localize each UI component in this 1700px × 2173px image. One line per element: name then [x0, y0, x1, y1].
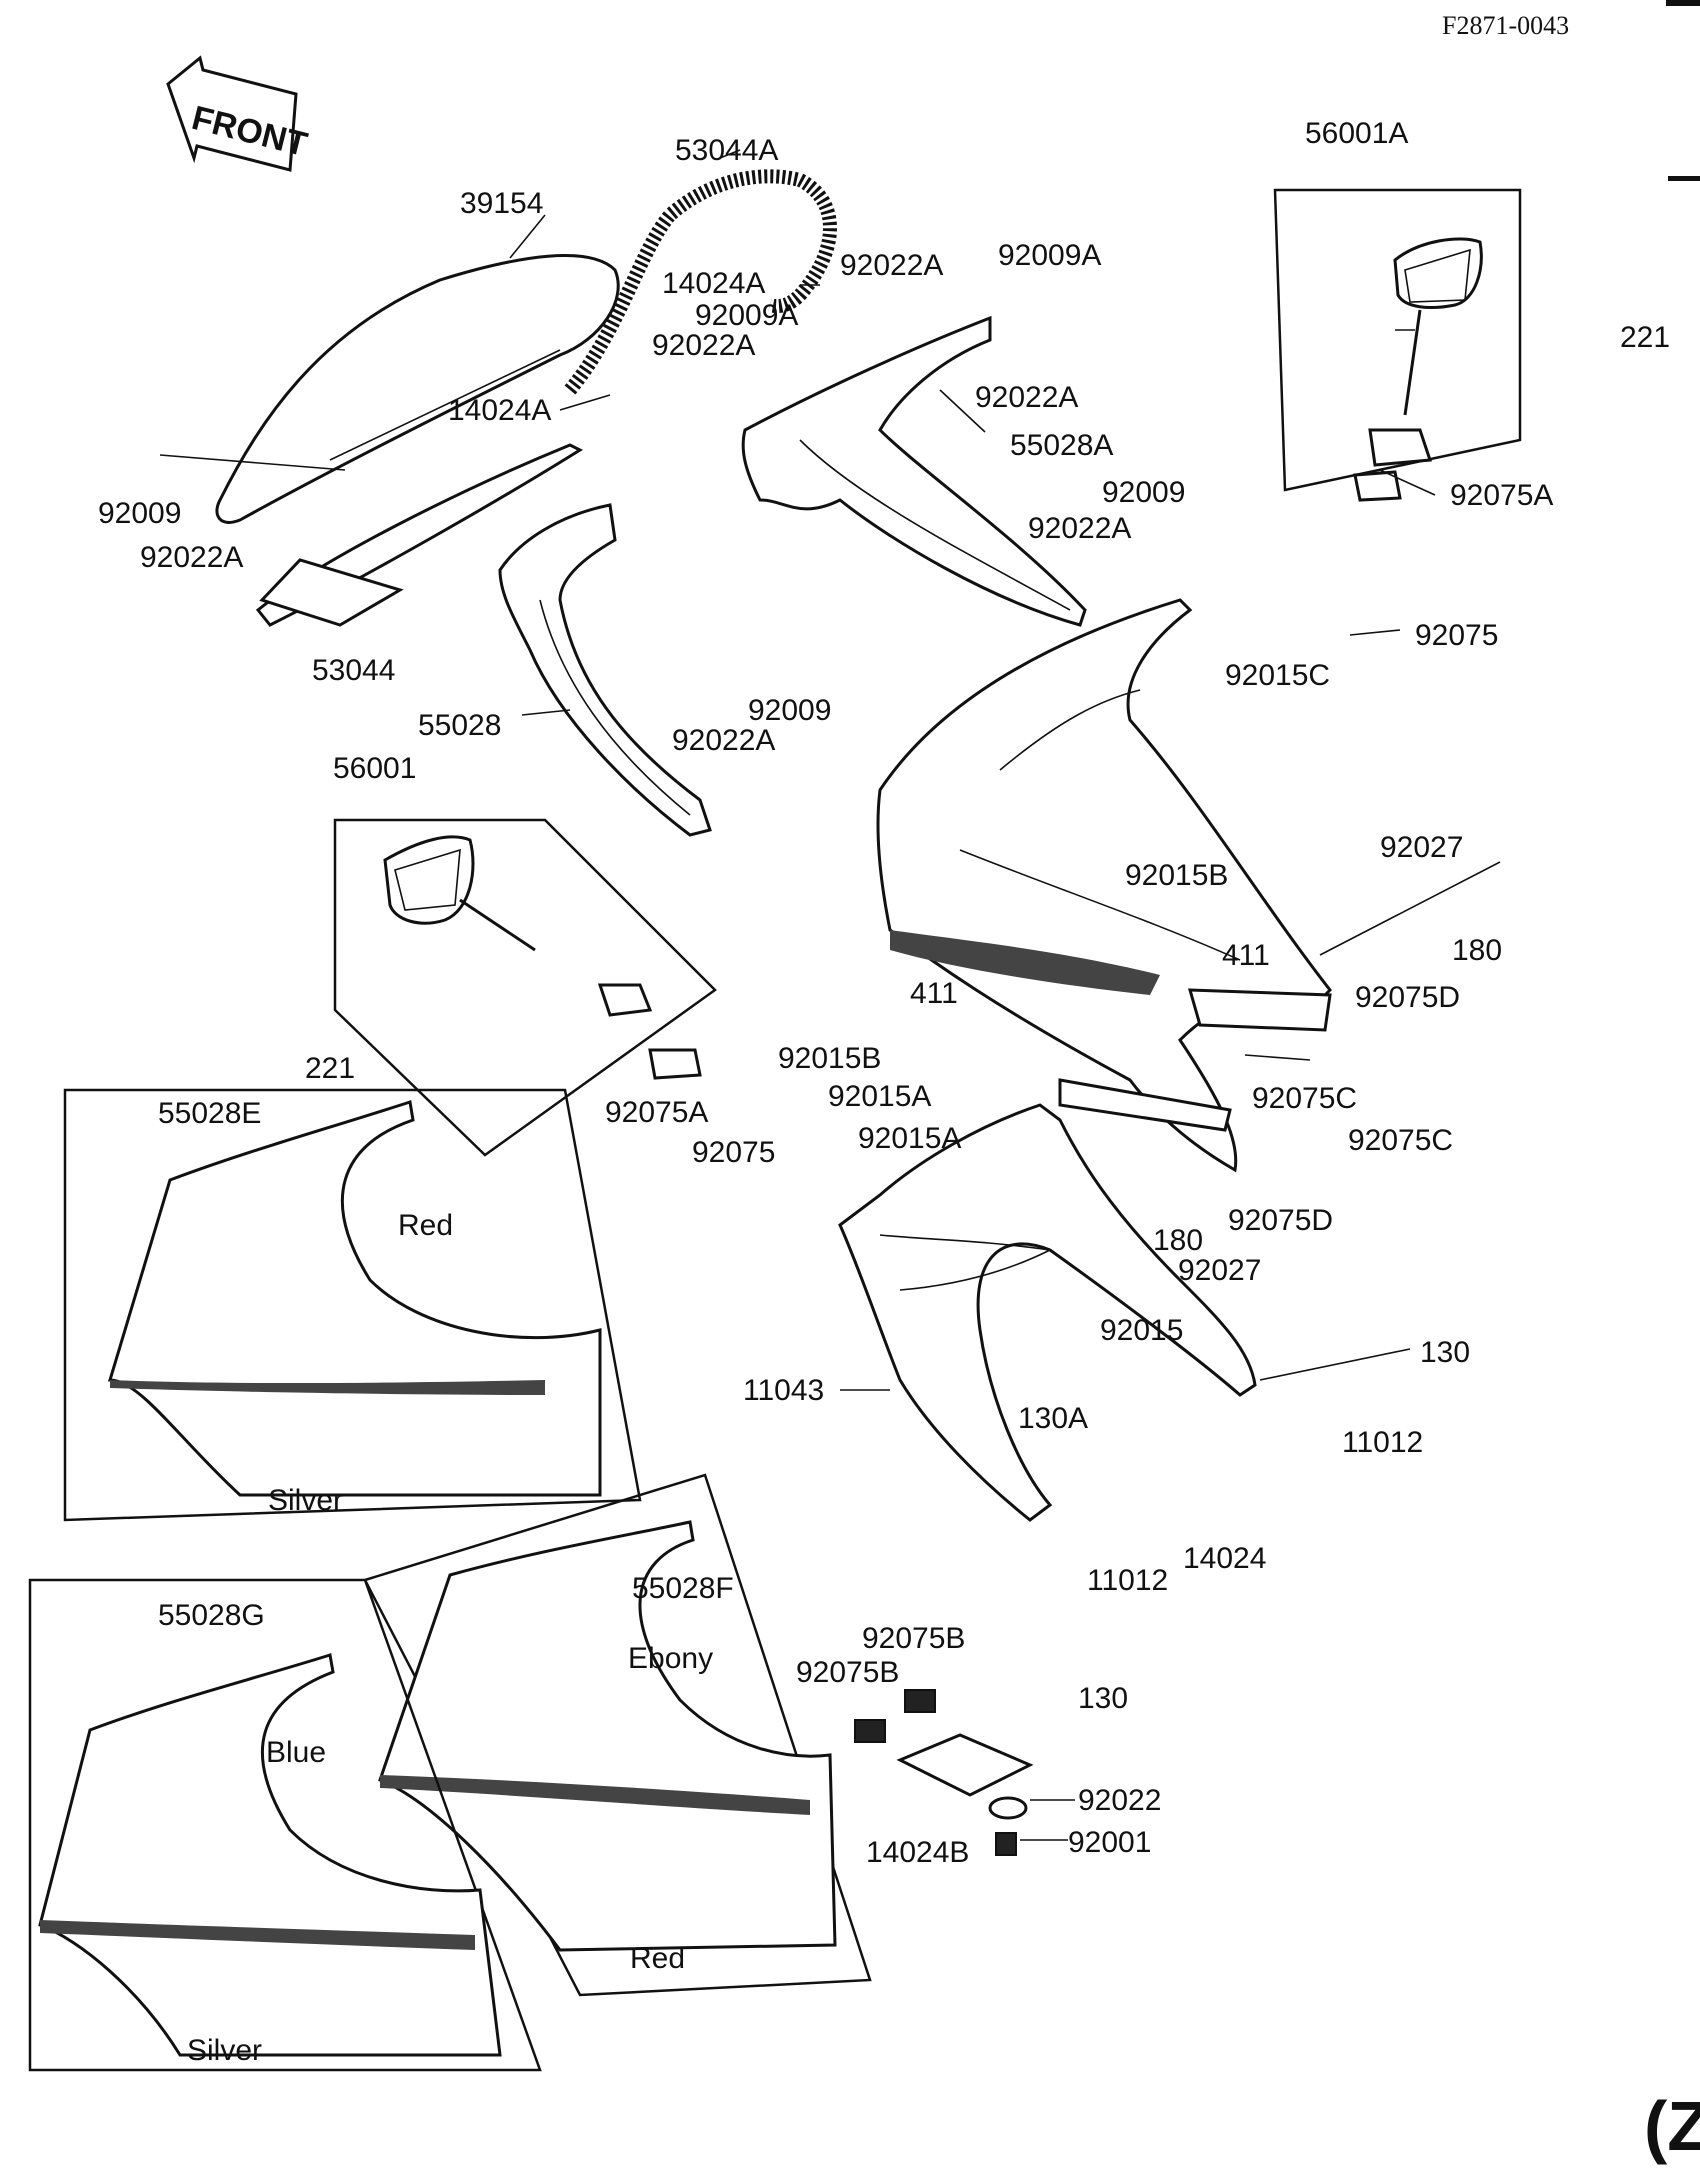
- part-label: 92015B: [1125, 859, 1228, 892]
- part-label: 92075B: [796, 1656, 899, 1689]
- lower-cowl-55028F: [363, 1473, 872, 1997]
- part-label: 14024A: [448, 394, 551, 427]
- cowl-bracket: [838, 1103, 1257, 1522]
- part-label: 411: [1222, 939, 1270, 972]
- part-label: 92015: [1100, 1314, 1183, 1347]
- part-label: 92075: [1415, 619, 1498, 652]
- inner-trim-left: [255, 443, 584, 627]
- part-label: 92001: [1068, 1826, 1151, 1859]
- part-labels: 53044A 39154 14024A 92022A 92009A 92009A…: [98, 117, 1670, 1869]
- part-label: 92009: [1102, 476, 1185, 509]
- reference-code: F2871-0043: [1442, 11, 1569, 40]
- part-label: 92022A: [652, 329, 755, 362]
- part-label: 92075A: [605, 1096, 708, 1129]
- part-label: 11043: [743, 1374, 824, 1407]
- part-label: 55028: [418, 709, 501, 742]
- part-label: 55028F: [632, 1572, 734, 1605]
- color-label: Red: [398, 1209, 453, 1242]
- part-label: 92075A: [1450, 479, 1553, 512]
- part-label: 130: [1078, 1682, 1128, 1715]
- color-labels: Red Silver Ebony Red Blue Silver: [187, 1209, 713, 2067]
- part-label: 92009: [98, 497, 181, 530]
- leader-lines: [159, 149, 1501, 1841]
- part-label: 92022A: [140, 541, 243, 574]
- part-label: 92009A: [695, 299, 798, 332]
- part-label: 92075D: [1355, 981, 1460, 1014]
- part-label: 11012: [1342, 1426, 1423, 1459]
- part-label: 56001: [333, 752, 416, 785]
- edge-mark-top: [1666, 0, 1700, 6]
- mirror-left-box: [333, 818, 717, 1157]
- part-label: 92075D: [1228, 1204, 1333, 1237]
- color-label: Blue: [266, 1736, 326, 1769]
- lower-cowl-55028G: [28, 1578, 542, 2072]
- part-label: 53044A: [675, 134, 778, 167]
- part-label: 92015B: [778, 1042, 881, 1075]
- part-label: 92015A: [828, 1080, 931, 1113]
- part-label: 130: [1420, 1336, 1470, 1369]
- part-label: 92022: [1078, 1784, 1161, 1817]
- color-label: Ebony: [628, 1642, 713, 1675]
- part-label: 92022A: [840, 249, 943, 282]
- upper-cowl: [876, 598, 1332, 1173]
- part-label: 55028G: [158, 1599, 265, 1632]
- part-label: 92022A: [975, 381, 1078, 414]
- part-label: 39154: [460, 187, 543, 220]
- edge-mark-text: (Z: [1644, 2087, 1700, 2165]
- part-label: 92075: [692, 1136, 775, 1169]
- bottom-plate: [854, 1689, 1034, 1856]
- part-label: 14024B: [866, 1836, 969, 1869]
- part-label: 11012: [1087, 1564, 1168, 1597]
- mirror-right-box: [1273, 188, 1522, 502]
- windshield-trim: [564, 169, 837, 395]
- part-label: 130A: [1018, 1402, 1088, 1435]
- part-label: 14024A: [662, 267, 765, 300]
- part-label: 92027: [1178, 1254, 1261, 1287]
- part-label: 92009: [748, 694, 831, 727]
- part-label: 180: [1153, 1224, 1203, 1257]
- color-label: Red: [630, 1942, 685, 1975]
- part-label: 53044: [312, 654, 395, 687]
- part-label: 55028E: [158, 1097, 261, 1130]
- part-label: 14024: [1183, 1542, 1266, 1575]
- part-label: 55028A: [1010, 429, 1113, 462]
- part-label: 92075B: [862, 1622, 965, 1655]
- edge-mark-mid: [1668, 176, 1700, 181]
- part-label: 92022A: [672, 724, 775, 757]
- color-label: Silver: [187, 2034, 262, 2067]
- lower-cowl-55028E: [63, 1088, 642, 1522]
- part-label: 221: [305, 1052, 355, 1085]
- part-label: 56001A: [1305, 117, 1408, 150]
- color-label: Silver: [268, 1484, 343, 1517]
- part-label: 92027: [1380, 831, 1463, 864]
- part-label: 221: [1620, 321, 1670, 354]
- part-label: 92015C: [1225, 659, 1330, 692]
- front-arrow-icon: FRONT: [166, 55, 311, 172]
- inner-duct-left: [498, 503, 712, 837]
- part-label: 92022A: [1028, 512, 1131, 545]
- inner-duct-right: [741, 315, 1087, 627]
- part-label: 92015A: [858, 1122, 961, 1155]
- part-label: 180: [1452, 934, 1502, 967]
- part-label: 411: [910, 977, 958, 1010]
- part-label: 92075C: [1348, 1124, 1453, 1157]
- windshield: [215, 254, 620, 524]
- part-label: 92009A: [998, 239, 1101, 272]
- part-label: 92075C: [1252, 1082, 1357, 1115]
